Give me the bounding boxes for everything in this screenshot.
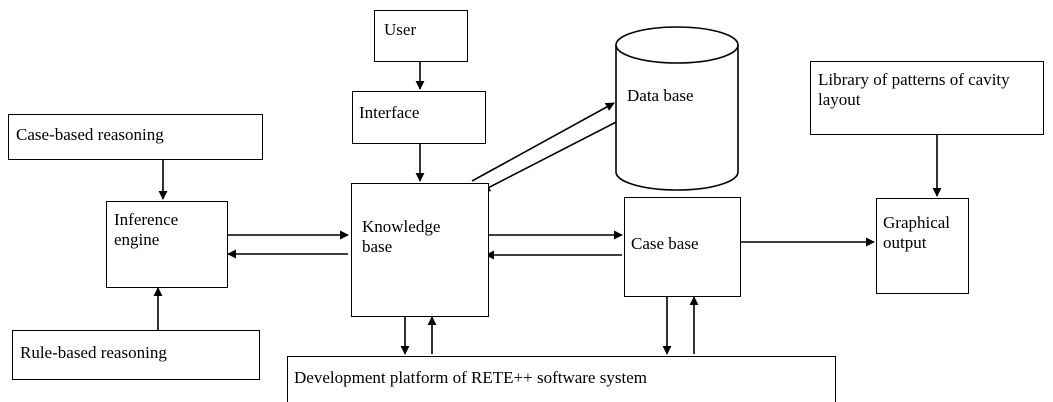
user-label: User	[384, 20, 417, 39]
interface-box: Interface	[352, 91, 486, 144]
case-base-label: Case base	[631, 234, 699, 253]
development-platform-box: Development platform of RETE++ software …	[287, 356, 836, 402]
rule-based-reasoning-label: Rule-based reasoning	[20, 343, 167, 362]
knowledge-base-box: Knowledge base	[351, 183, 489, 317]
database-cylinder-icon	[615, 26, 739, 191]
database-label: Data base	[627, 86, 694, 105]
library-label: Library of patterns of cavity layout	[818, 70, 1010, 109]
case-based-reasoning-label: Case-based reasoning	[16, 125, 164, 144]
case-base-box: Case base	[624, 197, 741, 297]
library-box: Library of patterns of cavity layout	[810, 61, 1044, 135]
graphical-output-box: Graphical output	[876, 198, 969, 294]
development-platform-label: Development platform of RETE++ software …	[294, 368, 647, 387]
user-box: User	[374, 10, 468, 62]
knowledge-base-label: Knowledge base	[362, 217, 441, 256]
graphical-output-label: Graphical output	[883, 213, 951, 252]
interface-label: Interface	[359, 103, 420, 122]
inference-engine-box: Inference engine	[106, 201, 228, 288]
arrow-database-to-knowledge	[481, 117, 625, 192]
case-based-reasoning-box: Case-based reasoning	[8, 114, 263, 160]
inference-engine-label: Inference engine	[114, 210, 179, 249]
rule-based-reasoning-box: Rule-based reasoning	[12, 330, 260, 380]
arrow-knowledge-to-database	[471, 102, 615, 182]
